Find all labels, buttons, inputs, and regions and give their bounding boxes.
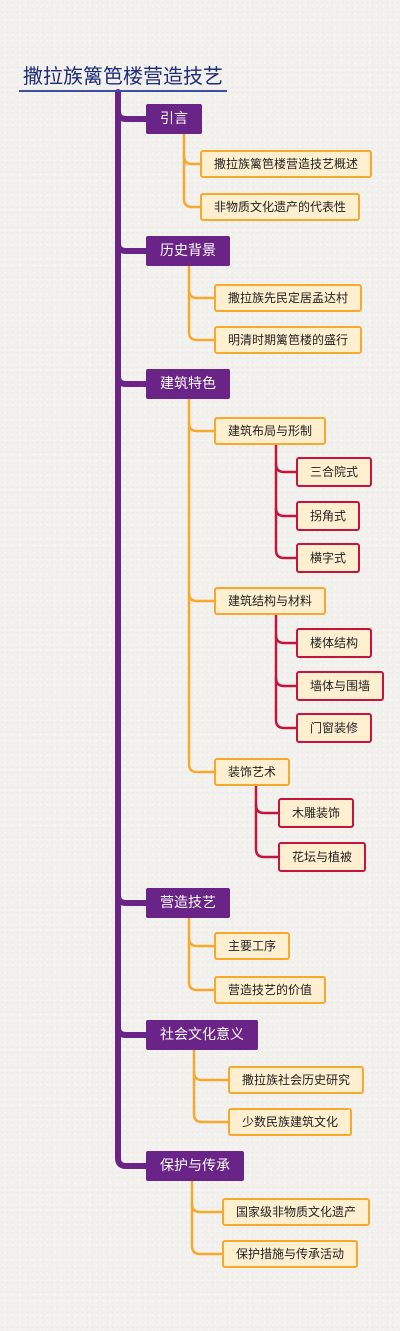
subtopic-line — [187, 916, 216, 948]
topic-node[interactable]: 营造技艺 — [146, 888, 230, 918]
subtopic-node[interactable]: 撒拉族先民定居孟达村 — [214, 284, 363, 312]
subtopic-node[interactable]: 建筑布局与形制 — [214, 417, 327, 445]
detail-line — [274, 443, 298, 474]
main-branch-line — [115, 892, 149, 1038]
detail-line — [274, 613, 298, 645]
subtopic-line — [190, 1179, 224, 1214]
subtopic-node[interactable]: 营造技艺的价值 — [214, 976, 327, 1004]
subtopic-line — [192, 1048, 230, 1082]
subtopic-node[interactable]: 国家级非物质文化遗产 — [222, 1198, 371, 1226]
subtopic-node[interactable]: 明清时期篱笆楼的盛行 — [214, 326, 363, 354]
detail-node[interactable]: 花坛与植被 — [278, 842, 367, 872]
subtopic-node[interactable]: 建筑结构与材料 — [214, 587, 327, 615]
mindmap-title[interactable]: 撒拉族篱笆楼营造技艺 — [19, 60, 227, 92]
detail-line — [254, 803, 280, 859]
topic-node[interactable]: 建筑特色 — [146, 369, 230, 399]
detail-line — [274, 676, 298, 730]
subtopic-line — [187, 288, 216, 342]
subtopic-line — [190, 1202, 224, 1256]
subtopic-line — [187, 421, 216, 603]
main-branch-line — [115, 240, 149, 387]
subtopic-line — [187, 397, 216, 433]
detail-node[interactable]: 墙体与围墙 — [296, 671, 385, 701]
detail-node[interactable]: 门窗装修 — [296, 713, 373, 743]
detail-node[interactable]: 楼体结构 — [296, 628, 373, 658]
main-branch-line — [115, 89, 149, 122]
main-branch-line — [115, 108, 149, 254]
subtopic-line — [187, 264, 216, 300]
subtopic-line — [187, 591, 216, 774]
detail-line — [274, 506, 298, 560]
subtopic-node[interactable]: 撒拉族篱笆楼营造技艺概述 — [200, 150, 373, 178]
subtopic-line — [182, 154, 202, 209]
detail-node[interactable]: 木雕装饰 — [278, 798, 355, 828]
detail-node[interactable]: 三合院式 — [296, 457, 373, 487]
subtopic-node[interactable]: 保护措施与传承活动 — [222, 1240, 359, 1268]
subtopic-node[interactable]: 少数民族建筑文化 — [228, 1108, 353, 1136]
topic-node[interactable]: 社会文化意义 — [146, 1020, 258, 1050]
detail-line — [254, 784, 280, 815]
subtopic-node[interactable]: 装饰艺术 — [214, 758, 291, 786]
topic-node[interactable]: 引言 — [146, 104, 202, 134]
topic-node[interactable]: 保护与传承 — [146, 1151, 244, 1181]
subtopic-node[interactable]: 主要工序 — [214, 932, 291, 960]
subtopic-node[interactable]: 非物质文化遗产的代表性 — [200, 193, 361, 221]
subtopic-node[interactable]: 撒拉族社会历史研究 — [228, 1066, 365, 1094]
subtopic-line — [182, 132, 202, 166]
main-branch-line — [115, 373, 149, 906]
detail-node[interactable]: 拐角式 — [296, 501, 361, 531]
subtopic-line — [192, 1070, 230, 1124]
topic-node[interactable]: 历史背景 — [146, 236, 230, 266]
subtopic-line — [187, 936, 216, 992]
main-branch-line — [115, 1024, 149, 1169]
detail-node[interactable]: 横字式 — [296, 543, 361, 573]
